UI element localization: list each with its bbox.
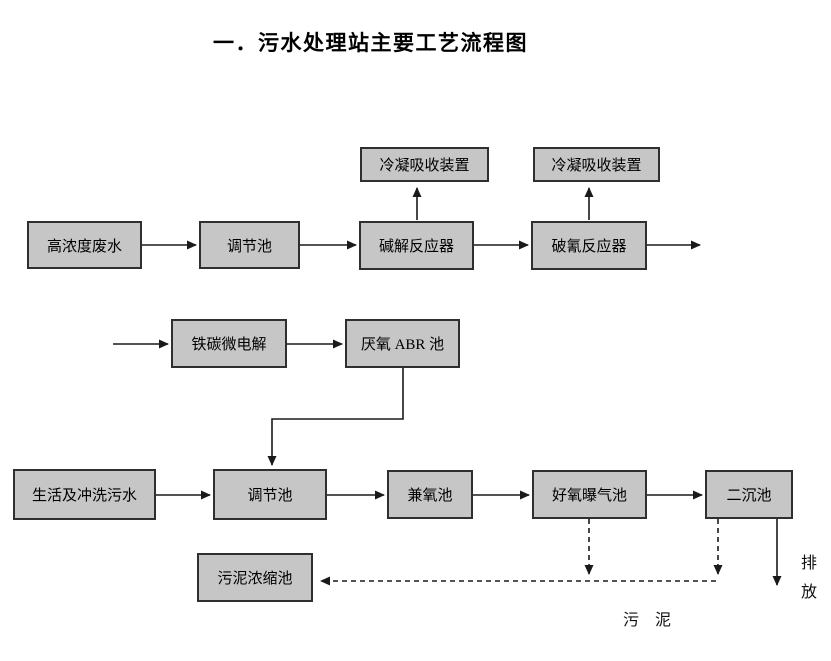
node-condenser-right: 冷凝吸收装置: [533, 147, 660, 182]
sludge-label: 污 泥: [623, 612, 678, 629]
node-regulating-tank-bottom: 调节池: [213, 469, 327, 520]
node-secondary-sedimentation-tank: 二沉池: [705, 470, 793, 519]
node-alkaline-hydrolysis-reactor: 碱解反应器: [359, 221, 474, 270]
node-sludge-thickening-tank: 污泥浓缩池: [197, 553, 313, 602]
discharge-label: 排 放: [800, 555, 817, 601]
node-aerobic-aeration-tank: 好氧曝气池: [532, 470, 647, 519]
arrow-abr-to-regulating-bottom: [267, 368, 404, 466]
node-high-strength-wastewater: 高浓度废水: [27, 221, 142, 269]
node-condenser-left: 冷凝吸收装置: [360, 147, 489, 182]
node-domestic-flushing-sewage: 生活及冲洗污水: [13, 469, 156, 520]
node-regulating-tank-top: 调节池: [199, 221, 300, 269]
node-cyanide-breaking-reactor: 破氰反应器: [531, 221, 647, 270]
node-iron-carbon-microelectrolysis: 铁碳微电解: [171, 319, 287, 368]
page-title: 一．污水处理站主要工艺流程图: [213, 32, 528, 55]
node-anaerobic-abr-tank: 厌氧 ABR 池: [345, 319, 460, 368]
node-facultative-tank: 兼氧池: [387, 470, 473, 519]
